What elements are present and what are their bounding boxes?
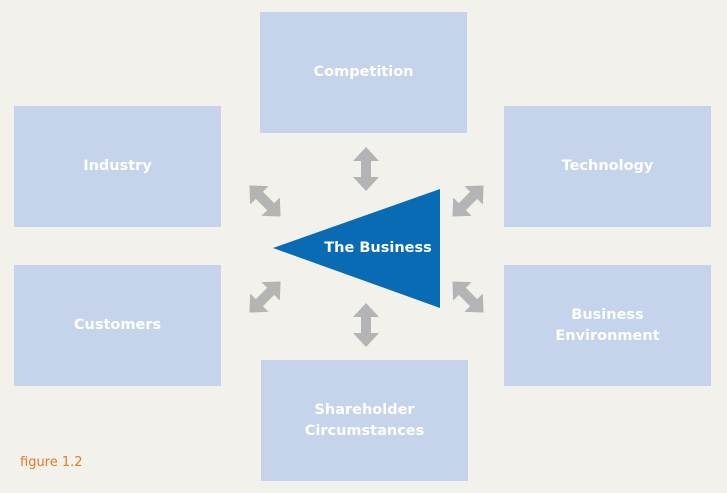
business-environment-label: Business Environment bbox=[555, 306, 660, 344]
industry-label: Industry bbox=[83, 158, 152, 174]
shareholder-circumstances-box: Shareholder Circumstances bbox=[261, 360, 468, 481]
industry-box: Industry bbox=[14, 106, 221, 227]
technology-box: Technology bbox=[504, 106, 711, 227]
arrow-environment bbox=[452, 281, 484, 313]
competition-label: Competition bbox=[313, 64, 414, 80]
business-triangle bbox=[273, 189, 440, 308]
customers-label: Customers bbox=[73, 317, 162, 333]
shareholder-circumstances-label: Shareholder Circumstances bbox=[304, 401, 425, 439]
arrow-customers bbox=[249, 281, 281, 313]
figure-caption: figure 1.2 bbox=[20, 455, 83, 470]
business-environment-box: Business Environment bbox=[504, 265, 711, 386]
competition-box: Competition bbox=[260, 12, 467, 133]
arrow-shareholder bbox=[353, 303, 379, 347]
business-label: The Business bbox=[324, 240, 432, 256]
arrow-industry bbox=[249, 185, 281, 217]
arrow-technology bbox=[452, 185, 484, 217]
technology-label: Technology bbox=[561, 158, 654, 174]
arrow-competition bbox=[353, 147, 379, 191]
customers-box: Customers bbox=[14, 265, 221, 386]
